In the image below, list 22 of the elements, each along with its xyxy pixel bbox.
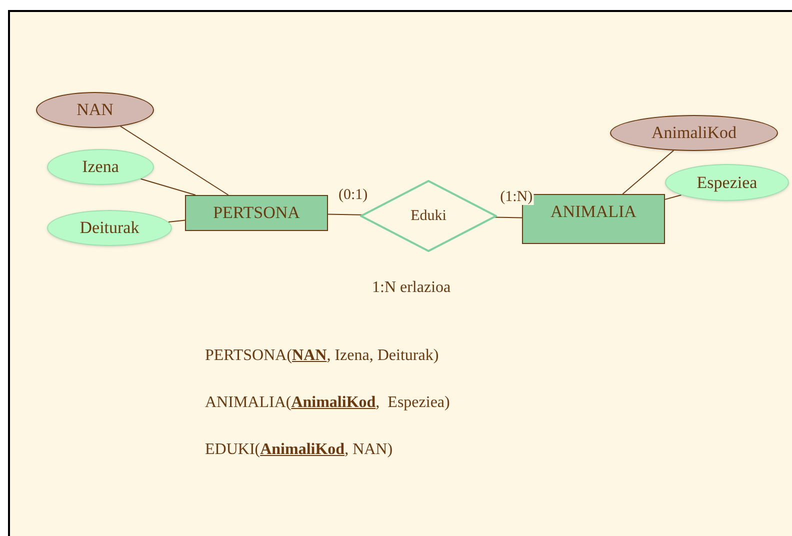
connector-line <box>328 214 363 216</box>
connector-line <box>140 178 196 196</box>
attribute-name: Izena <box>82 156 119 178</box>
connector-line <box>494 216 522 218</box>
relational-schema-text: PERTSONA(NAN, Izena, Deiturak) <box>205 346 439 366</box>
connector-line <box>168 220 186 222</box>
cardinality-label: (1:N) <box>499 190 534 206</box>
connector-line <box>120 126 229 196</box>
connector-line <box>622 150 674 194</box>
cardinality-label: (0:1) <box>338 188 369 203</box>
entity-box <box>185 195 328 231</box>
attribute-name: NAN <box>76 99 114 122</box>
relational-schema-text: ANIMALIA(AnimaliKod, Espeziea) <box>205 393 450 413</box>
relational-schema-text: EDUKI(AnimaliKod, NAN) <box>205 440 393 460</box>
caption-text: 1:N erlazioa <box>372 278 451 298</box>
relationship-name: Eduki <box>410 206 446 226</box>
connector-line <box>664 194 682 200</box>
attribute-name: Espeziea <box>696 172 758 194</box>
entity-name: PERTSONA <box>213 202 300 224</box>
entity-name: ANIMALIA <box>550 201 636 223</box>
attribute-name: AnimaliKod <box>652 122 736 144</box>
attribute-name: Deiturak <box>80 217 140 240</box>
